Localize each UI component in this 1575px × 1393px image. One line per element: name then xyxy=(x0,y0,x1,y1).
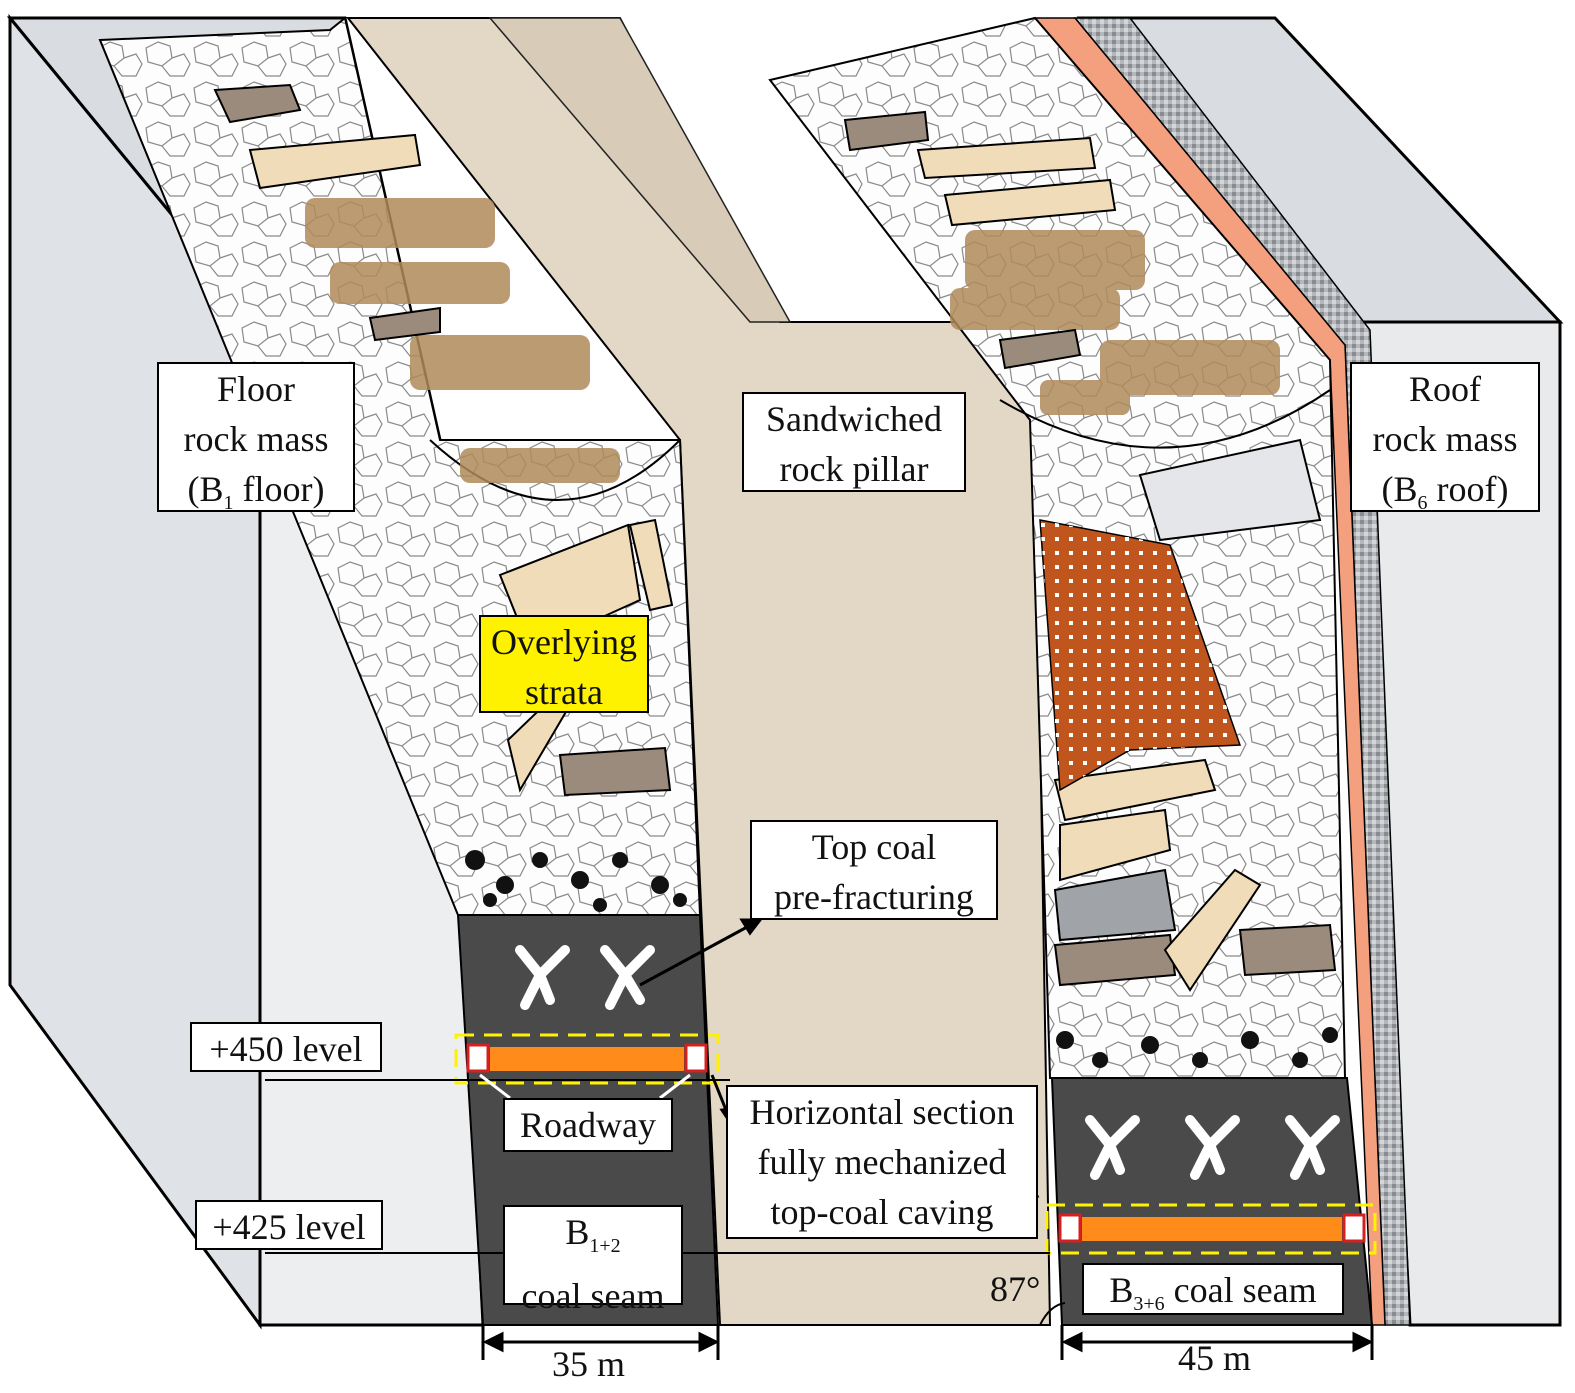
roadway-pointers xyxy=(479,1073,691,1100)
rock-slabs xyxy=(213,83,1337,992)
right-goaf-arc xyxy=(999,389,1331,449)
level-450-label: +450 level xyxy=(190,1022,382,1072)
roadway-right xyxy=(1045,1203,1377,1255)
pillar-ridge xyxy=(488,17,792,323)
sandwiched-pillar-label: Sandwiched rock pillar xyxy=(742,392,966,492)
width-right-label: 45 m xyxy=(1178,1338,1252,1378)
level-425-label: +425 level xyxy=(195,1200,383,1250)
dimension-lines xyxy=(481,1325,1374,1360)
seam-b12-label: B1+2 coal seam xyxy=(503,1205,683,1316)
angle-arc xyxy=(1039,1302,1066,1326)
overlying-strata-label: Overlying strata xyxy=(479,615,649,713)
soil-clumps xyxy=(305,198,1280,483)
angle-label: 87° xyxy=(990,1269,1041,1309)
seam-b36-label: B3+6 coal seam xyxy=(1082,1263,1344,1315)
horizontal-section-label: Horizontal section fully mechanized top-… xyxy=(726,1085,1038,1239)
roadway-left xyxy=(454,1033,720,1085)
top-coal-prefracturing-label: Top coal pre-fracturing xyxy=(750,820,998,920)
floor-rock-mass-label: Floor rock mass (B1 floor) xyxy=(157,362,355,514)
roof-rock-mass-label: Roof rock mass (B6 roof) xyxy=(1350,362,1540,514)
width-left-label: 35 m xyxy=(552,1344,626,1384)
roadway-label: Roadway xyxy=(503,1098,673,1152)
coal-fragments xyxy=(465,850,1338,1068)
fracture-icons xyxy=(515,945,1340,1180)
